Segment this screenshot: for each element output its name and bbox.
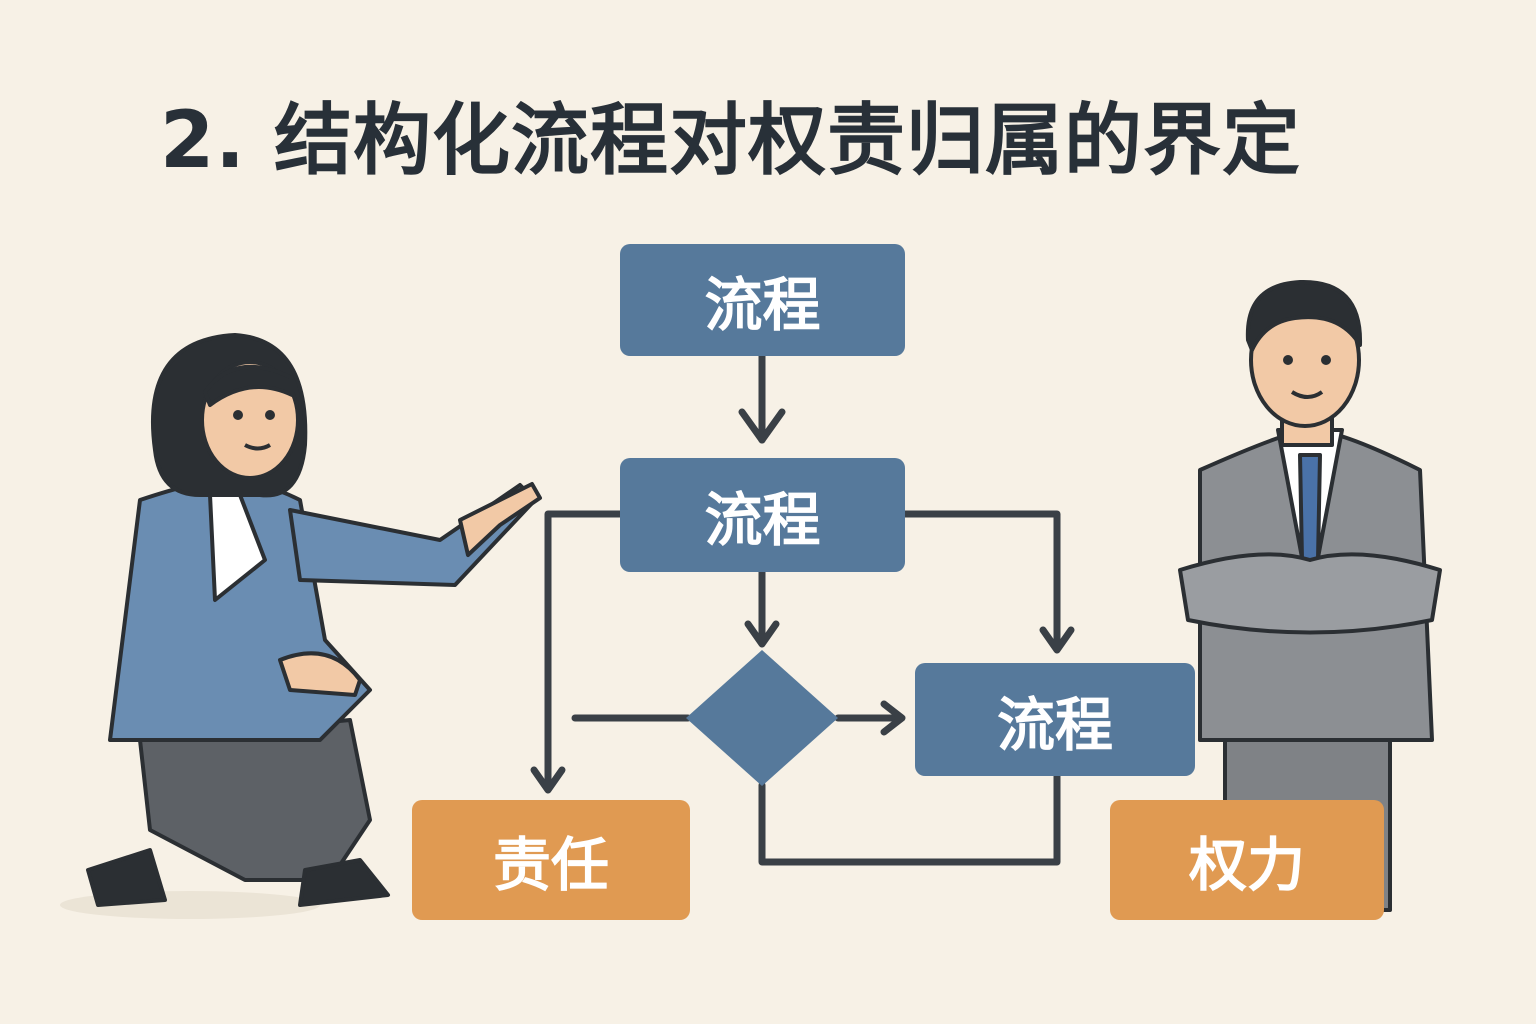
man-crossed-arms: [1178, 552, 1442, 635]
page-title: 2. 结构化流程对权责归属的界定: [160, 96, 1302, 186]
woman-hand: [458, 482, 542, 557]
woman-right-shoe: [298, 858, 390, 907]
woman-left-shoe: [86, 848, 167, 907]
process-box-right: 流程: [915, 663, 1195, 776]
connector-middle-right: [901, 510, 1061, 649]
arrowhead-middle-diamond: [744, 620, 780, 648]
arrowhead-diamond-right: [880, 700, 906, 736]
responsibility-box: 责任: [412, 800, 690, 920]
power-box: 权力: [1110, 800, 1384, 920]
man-hair: [1245, 279, 1363, 352]
arrowhead-right-process: [1039, 626, 1075, 654]
arrowhead-top-middle: [738, 408, 786, 444]
woman-trousers: [138, 718, 372, 882]
process-box-middle: 流程: [620, 458, 905, 572]
woman-figure: [60, 333, 542, 919]
process-box-top: 流程: [620, 244, 905, 356]
woman-knee-hand: [278, 651, 362, 697]
decision-diamond: [686, 650, 838, 786]
connector-loop: [758, 772, 1061, 866]
connector-middle-responsibility: [544, 510, 624, 789]
arrowhead-responsibility: [530, 766, 566, 794]
